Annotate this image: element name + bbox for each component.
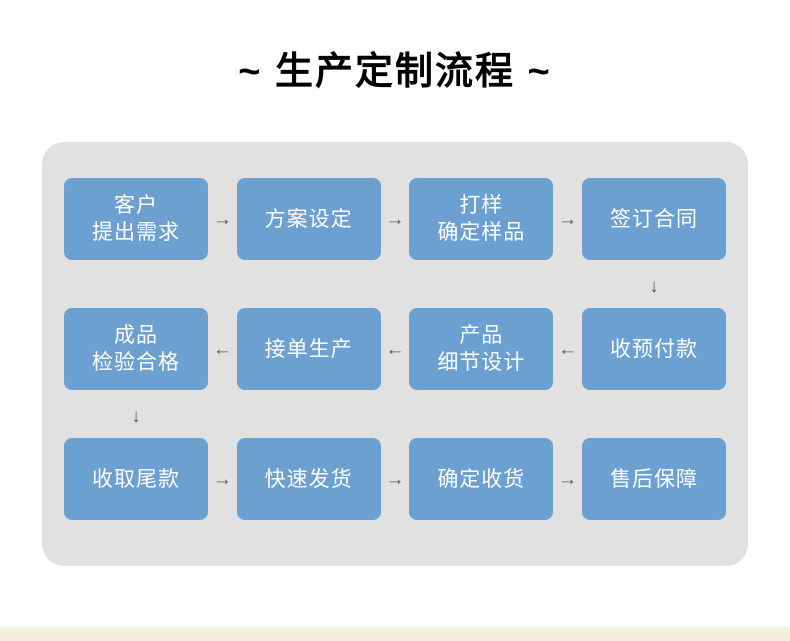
flow-row-1: 客户 提出需求 → 方案设定 → 打样 确定样品 → 签订合同 [64, 178, 726, 260]
flow-step-label: 收取尾款 [92, 467, 180, 491]
flow-step-label: 确定收货 [437, 467, 526, 491]
flow-step-label: 签订合同 [609, 207, 698, 231]
flow-step-label: 接单生产 [264, 337, 353, 361]
flow-step-box[interactable]: 签订合同 [581, 178, 726, 260]
flow-step-box[interactable]: 确定收货 [409, 438, 554, 520]
flow-step-label: 提出需求 [92, 221, 180, 244]
flowchart-panel: 客户 提出需求 → 方案设定 → 打样 确定样品 → 签订合同 ↓ 成品 检验合… [42, 142, 748, 566]
arrow-left-icon: ← [385, 338, 405, 360]
arrow-right-icon: → [385, 468, 405, 490]
flow-step-box[interactable]: 打样 确定样品 [409, 178, 554, 260]
flow-step-box[interactable]: 收预付款 [581, 308, 726, 390]
flow-step-label: 产品 [459, 324, 504, 347]
flow-step-label: 售后保障 [609, 467, 698, 491]
flow-step-label: 检验合格 [92, 351, 180, 374]
page-title: ~ 生产定制流程 ~ [238, 51, 552, 93]
flow-step-label: 方案设定 [264, 207, 353, 231]
flow-step-label: 快速发货 [264, 467, 353, 491]
flow-step-box[interactable]: 接单生产 [236, 308, 381, 390]
arrow-right-icon: → [385, 208, 405, 230]
arrow-right-icon: → [558, 208, 578, 230]
arrow-left-icon: ← [558, 338, 578, 360]
arrow-right-icon: → [558, 468, 578, 490]
flow-step-label: 收预付款 [609, 337, 698, 361]
flow-step-label: 打样 [459, 194, 504, 217]
arrow-right-icon: → [212, 468, 232, 490]
arrow-right-icon: → [212, 208, 232, 230]
flow-step-label: 成品 [114, 324, 158, 347]
arrow-down-icon: ↓ [649, 276, 659, 297]
flow-step-box[interactable]: 售后保障 [581, 438, 726, 520]
flow-step-box[interactable]: 客户 提出需求 [64, 178, 208, 260]
flow-step-label: 细节设计 [437, 351, 526, 374]
flow-step-box[interactable]: 方案设定 [236, 178, 381, 260]
arrow-left-icon: ← [212, 338, 232, 360]
flow-row-3: 收取尾款 → 快速发货 → 确定收货 → 售后保障 [64, 438, 726, 520]
flow-step-box[interactable]: 成品 检验合格 [64, 308, 208, 390]
flow-step-label: 确定样品 [437, 221, 526, 244]
flow-step-box[interactable]: 快速发货 [236, 438, 381, 520]
flow-step-box[interactable]: 收取尾款 [64, 438, 208, 520]
flow-row-2: 成品 检验合格 ← 接单生产 ← 产品 细节设计 ← 收预付款 [64, 308, 726, 390]
bottom-strip [0, 627, 790, 641]
arrow-down-icon: ↓ [131, 406, 141, 427]
flow-step-label: 客户 [114, 194, 158, 217]
flow-step-box[interactable]: 产品 细节设计 [409, 308, 554, 390]
